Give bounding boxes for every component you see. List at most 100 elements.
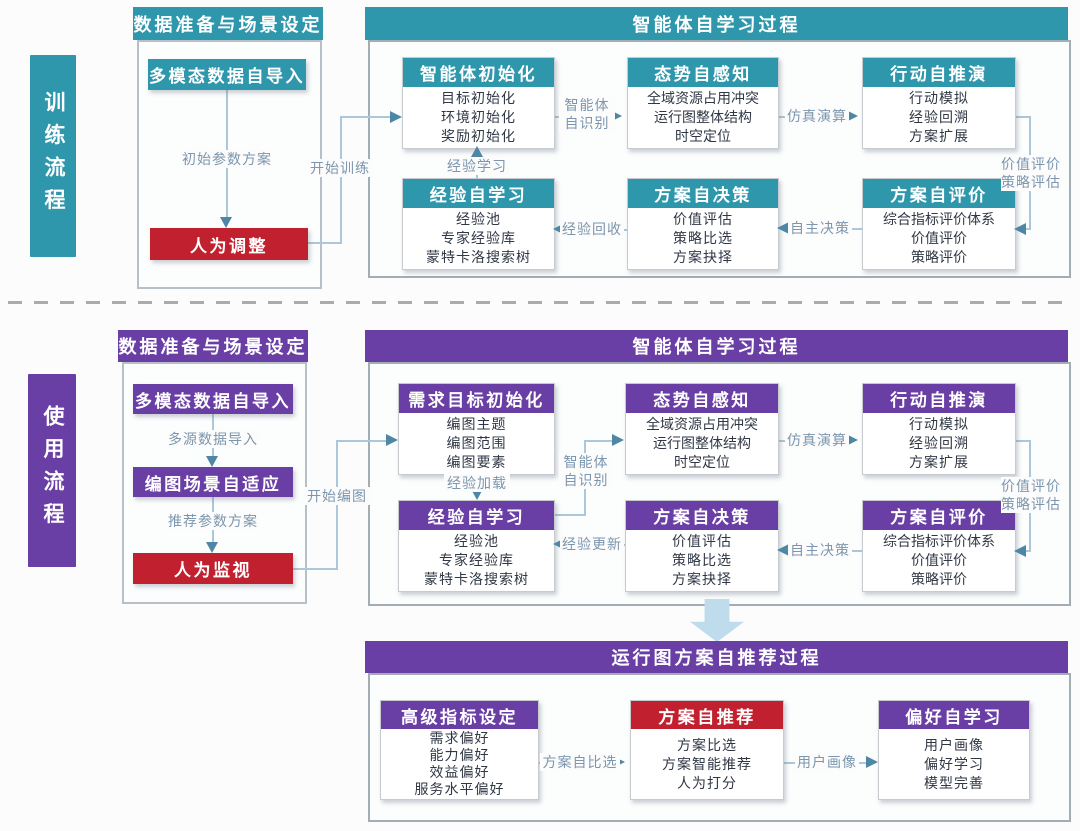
arrow-left-icon bbox=[777, 222, 789, 234]
label-line: 智能体 bbox=[564, 97, 610, 113]
node-preference-learning: 偏好自学习 用户画像 偏好学习 模型完善 bbox=[878, 700, 1030, 800]
node-scheme-recommend: 方案自推荐 方案比选 方案智能推荐 人为打分 bbox=[630, 700, 784, 800]
node-item: 服务水平偏好 bbox=[414, 781, 505, 797]
node-title: 态势自感知 bbox=[628, 58, 778, 87]
node-item: 用户画像 bbox=[924, 736, 984, 753]
usage-side-bar: 使用流程 bbox=[28, 374, 76, 567]
connector-line bbox=[553, 514, 586, 516]
node-item: 策略评价 bbox=[911, 571, 967, 587]
connector-line bbox=[1014, 440, 1031, 442]
node-item: 模型完善 bbox=[924, 774, 984, 791]
arrow-right-icon bbox=[612, 434, 624, 446]
label-scheme-compare: 方案自比选 bbox=[540, 753, 620, 771]
label-line: 智能体 bbox=[563, 454, 609, 470]
label-autonomous-decision: 自主决策 bbox=[788, 219, 852, 237]
training-process-title: 智能体自学习过程 bbox=[365, 7, 1068, 40]
node-item: 行动模拟 bbox=[909, 90, 969, 106]
node-item: 策略比选 bbox=[672, 552, 732, 568]
label-line: 自识别 bbox=[564, 115, 610, 131]
label-line: 策略评估 bbox=[1001, 174, 1061, 190]
node-title: 偏好自学习 bbox=[879, 701, 1029, 729]
label-line: 策略评估 bbox=[1001, 496, 1061, 512]
node-item: 经验回溯 bbox=[909, 109, 969, 125]
node-item: 行动模拟 bbox=[909, 416, 969, 432]
label-experience-load: 经验加载 bbox=[444, 474, 510, 492]
node-multimodal-import-usage: 多模态数据自导入 bbox=[133, 384, 293, 414]
label-recommended-params: 推荐参数方案 bbox=[167, 512, 259, 530]
label-experience-update: 经验更新 bbox=[560, 535, 624, 553]
node-item: 综合指标评价体系 bbox=[883, 533, 995, 549]
node-title: 方案自决策 bbox=[626, 501, 778, 530]
node-title: 方案自评价 bbox=[863, 501, 1015, 530]
node-item: 编图主题 bbox=[446, 416, 507, 432]
arrow-left-icon bbox=[1014, 545, 1026, 557]
connector-line bbox=[1026, 228, 1031, 230]
node-item: 价值评估 bbox=[673, 211, 733, 227]
arrow-down-icon bbox=[471, 489, 483, 500]
node-item: 方案扩展 bbox=[909, 454, 969, 470]
arrow-right-icon bbox=[386, 434, 398, 446]
node-item: 综合指标评价体系 bbox=[883, 211, 995, 227]
node-item: 人为打分 bbox=[677, 774, 737, 791]
arrow-right-icon bbox=[866, 756, 878, 768]
usage-prep-title: 数据准备与场景设定 bbox=[118, 330, 308, 362]
arrow-down-icon bbox=[206, 456, 218, 467]
label-start-training: 开始训练 bbox=[306, 159, 374, 177]
node-item: 方案比选 bbox=[677, 736, 737, 753]
connector-line bbox=[336, 440, 386, 442]
label-line: 价值评价 bbox=[1001, 156, 1061, 172]
label-simulation: 仿真演算 bbox=[785, 107, 849, 125]
node-item: 方案抉择 bbox=[673, 249, 733, 265]
connector-line bbox=[1014, 116, 1031, 118]
node-item: 蒙特卡洛搜索树 bbox=[424, 571, 529, 587]
node-item: 方案扩展 bbox=[909, 128, 969, 144]
arrow-right-icon bbox=[846, 110, 858, 122]
node-situation-awareness-usage: 态势自感知 全域资源占用冲突 运行图整体结构 时空定位 bbox=[625, 383, 779, 475]
node-situation-awareness-training: 态势自感知 全域资源占用冲突 运行图整体结构 时空定位 bbox=[627, 57, 779, 149]
node-item: 编图范围 bbox=[446, 435, 507, 451]
node-item: 价值评估 bbox=[672, 533, 732, 549]
node-item: 策略比选 bbox=[673, 230, 733, 246]
node-human-adjust: 人为调整 bbox=[150, 228, 308, 260]
node-item: 方案抉择 bbox=[672, 571, 732, 587]
label-value-evaluation: 价值评价策略评估 bbox=[1001, 477, 1061, 513]
node-item: 时空定位 bbox=[674, 454, 730, 470]
arrow-right-icon bbox=[846, 434, 858, 446]
usage-process-title: 智能体自学习过程 bbox=[365, 330, 1068, 362]
node-action-deduction-training: 行动自推演 行动模拟 经验回溯 方案扩展 bbox=[862, 57, 1016, 149]
label-simulation: 仿真演算 bbox=[785, 431, 849, 449]
connector-line bbox=[336, 440, 338, 570]
arrow-left-icon bbox=[1014, 223, 1026, 235]
node-item: 策略评价 bbox=[911, 249, 967, 265]
node-item: 能力偏好 bbox=[429, 747, 490, 763]
node-item: 经验回溯 bbox=[909, 435, 969, 451]
node-title: 行动自推演 bbox=[863, 58, 1015, 87]
node-item: 奖励初始化 bbox=[441, 128, 516, 144]
node-item: 蒙特卡洛搜索树 bbox=[426, 249, 531, 265]
node-advanced-indicator: 高级指标设定 需求偏好 能力偏好 效益偏好 服务水平偏好 bbox=[380, 700, 539, 800]
node-item: 专家经验库 bbox=[439, 552, 514, 568]
node-item: 经验池 bbox=[456, 211, 501, 227]
section-divider bbox=[8, 301, 1072, 304]
node-item: 价值评价 bbox=[911, 552, 967, 568]
connector-line bbox=[340, 116, 390, 118]
training-side-bar: 训练流程 bbox=[30, 55, 76, 257]
node-scheme-evaluation-usage: 方案自评价 综合指标评价体系 价值评价 策略评价 bbox=[862, 500, 1016, 592]
node-title: 方案自评价 bbox=[863, 179, 1015, 208]
label-line: 自识别 bbox=[563, 472, 609, 488]
node-experience-learning-training: 经验自学习 经验池 专家经验库 蒙特卡洛搜索树 bbox=[402, 178, 555, 270]
node-item: 时空定位 bbox=[675, 128, 731, 144]
node-item: 经验池 bbox=[454, 533, 499, 549]
label-start-mapping: 开始编图 bbox=[303, 487, 371, 505]
connector-line bbox=[340, 116, 342, 244]
node-title: 经验自学习 bbox=[399, 501, 554, 530]
node-title: 态势自感知 bbox=[626, 384, 778, 413]
arrow-right-icon bbox=[390, 111, 402, 123]
connector-line bbox=[1026, 550, 1031, 552]
node-title: 智能体初始化 bbox=[403, 58, 554, 87]
node-item: 全域资源占用冲突 bbox=[646, 416, 758, 432]
label-value-evaluation: 价值评价策略评估 bbox=[1001, 155, 1061, 191]
label-line: 价值评价 bbox=[1001, 478, 1061, 494]
node-item: 编图要素 bbox=[446, 454, 507, 470]
